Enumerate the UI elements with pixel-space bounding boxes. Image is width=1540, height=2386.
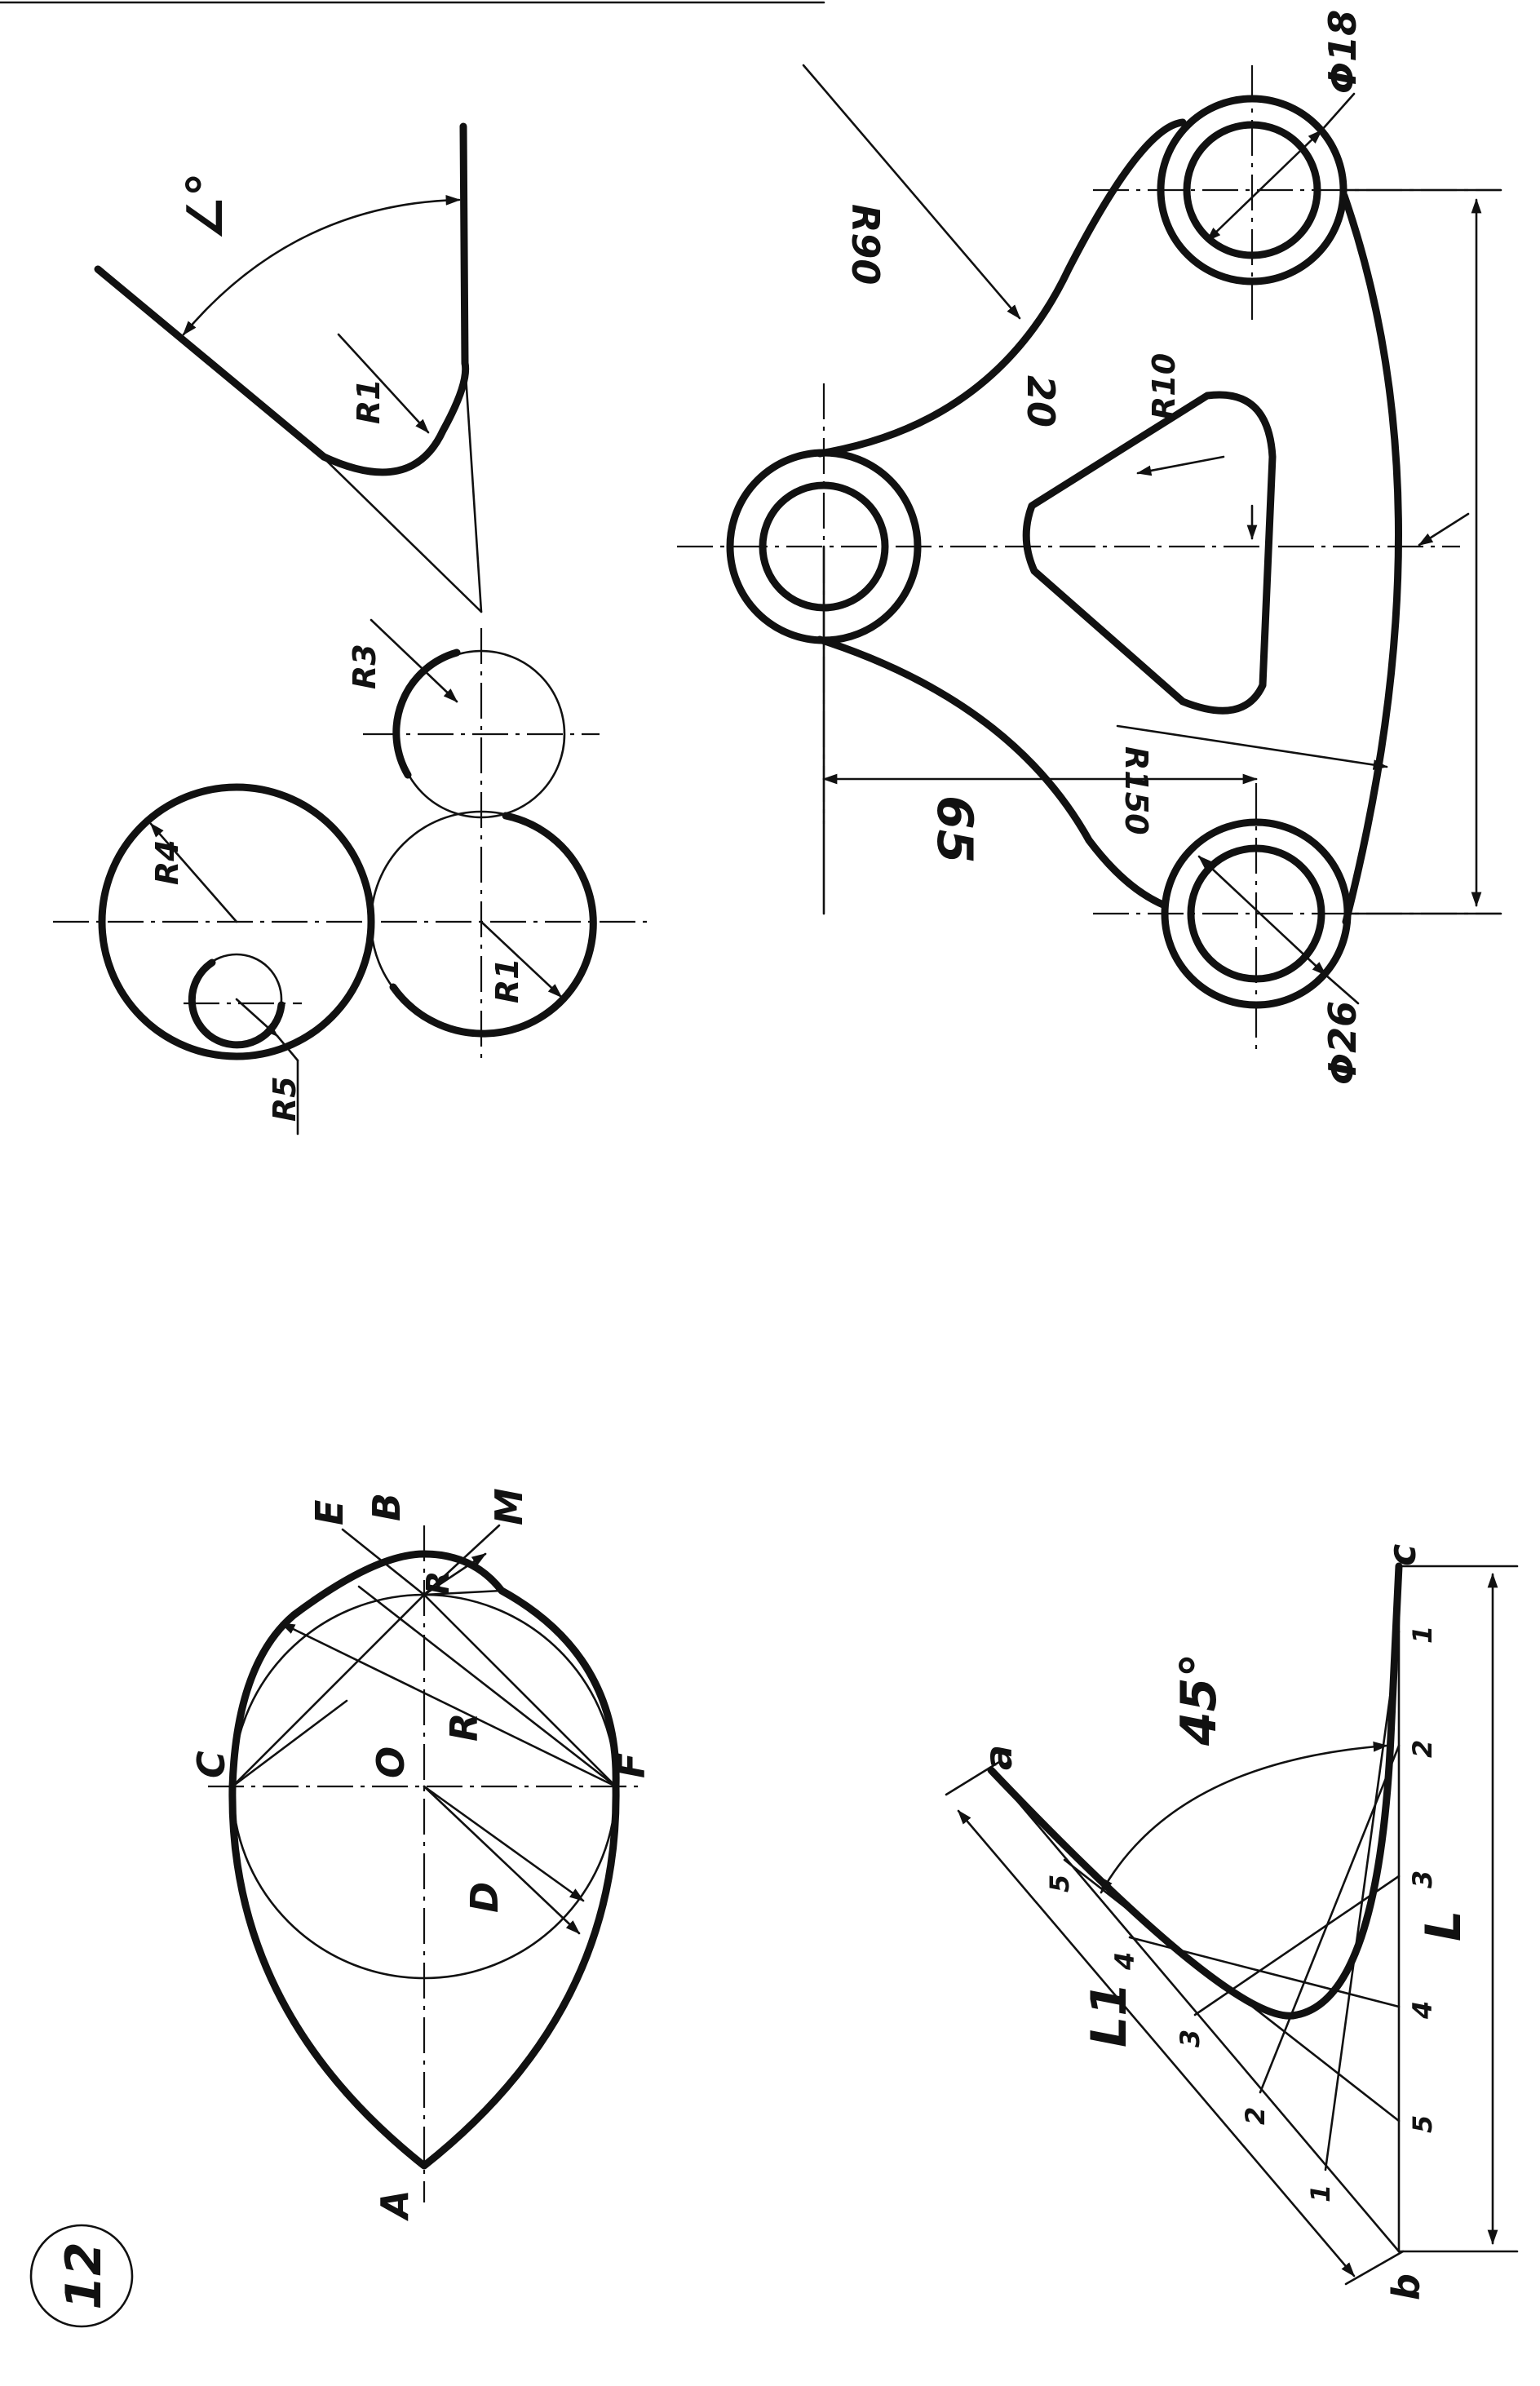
construction-line [231,1699,348,1788]
dim-leader-d18 [1206,129,1323,242]
circle-r3-visible-arc [392,649,461,779]
label-r1: R1 [489,958,525,1003]
tick-label-l: 3 [1407,1870,1438,1888]
construction-ray [1193,1875,1401,2016]
point-e: E [308,1500,352,1525]
diameter-leader [423,1785,581,1935]
label-65: 65 [926,795,983,864]
tangent-arc [320,359,470,476]
figure-plate: R90 20 R10 R150 65 Φ18 Φ26 [677,10,1502,1085]
construction-line [423,1589,503,1596]
label-l: L [1415,1910,1472,1941]
tick-label-l1: 1 [1305,2185,1336,2202]
dim-extension [1344,2250,1405,2286]
label-l1: L1 [1081,1982,1138,2047]
radius-leader [235,998,279,1038]
tick-label-l1: 5 [1044,1875,1075,1892]
triangle-window [1022,391,1277,715]
radius-leader [337,333,430,434]
angle-dimension-arc [182,195,461,336]
dim-leader-d26 [1197,855,1327,976]
label-r-large: R [442,1713,486,1742]
parabola-curve [987,1562,1403,2020]
dim-leader-20 [1418,512,1470,547]
sheet-number-badge: 12 [29,2224,134,2328]
point-b: B [365,1493,409,1521]
point-f: F [609,1753,653,1778]
dim-leader-d18 [1320,92,1356,132]
radius-label: R1 [351,378,387,424]
figure-circle-pairing: R4 R5 R3 R1 [53,618,653,1135]
construction-line [357,1585,617,1788]
construction-line [341,1528,426,1596]
dim-leader-d26 [1324,973,1360,1005]
radius-leader [370,618,458,703]
figure-oval: A B C E F M O R R D [189,1488,653,2221]
construction-line [423,1593,617,1788]
label-d26: Φ26 [1321,1001,1365,1085]
angle-arc-45 [1100,1741,1388,1894]
label-r10: R10 [1146,353,1182,420]
construction-line [308,443,483,613]
figure-tangent-arc: ∠° R1 [94,122,483,613]
tick-label-l: 4 [1407,2001,1438,2020]
label-r90: R90 [843,204,887,285]
label-d: D [462,1882,507,1913]
label-r4: R4 [149,839,185,885]
angle-side-line [94,265,328,461]
sheet-number-circle [29,2224,134,2328]
oval-outline-lower [228,1782,620,2170]
construction-ray [1259,1744,1401,2094]
construction-line [463,361,483,613]
tick-label-l1: 4 [1109,1952,1140,1971]
tick-label-l: 1 [1407,1626,1438,1644]
point-b: b [1384,2273,1428,2300]
label-angle-45: 45° [1170,1653,1228,1747]
radius-leader-r-small [423,1552,487,1596]
tick-label-l1: 2 [1240,2107,1271,2125]
diameter-leader [423,1785,585,1902]
circle-r1-visible-arc [389,812,597,1038]
plate-outline-r90 [816,118,1187,458]
label-20: 20 [1019,375,1063,427]
side-l1 [989,1768,1401,2253]
dim-leader-r10 [1136,455,1225,476]
angle-side-line [459,122,469,367]
tick-label-l: 5 [1407,2115,1438,2133]
point-o: O [369,1746,413,1778]
point-c: c [1380,1544,1424,1566]
point-a: a [976,1745,1020,1770]
angle-label: ∠° [177,172,234,241]
construction-line [231,1593,426,1788]
label-r3: R3 [347,644,383,689]
sheet-number: 12 [55,2242,113,2310]
figure-parabola: 45° a b c L1 L 1 2 3 4 5 5 4 3 2 1 [945,1544,1519,2300]
dim-line-l1 [957,1809,1356,2278]
point-a: A [373,2189,417,2221]
plate-outline-r150 [1340,192,1402,926]
radius-leader-r-large [280,1622,617,1788]
radius-leader [276,1034,299,1062]
dim-leader-r150 [1116,724,1388,770]
point-m: M [487,1488,531,1525]
tick-label-l: 2 [1407,1740,1438,1758]
label-d18: Φ18 [1321,10,1365,94]
label-r5: R5 [267,1076,303,1122]
dim-leader-r90 [802,64,1021,320]
tick-label-l1: 3 [1175,2030,1206,2047]
radius-leader [480,920,563,998]
plate-outline-concave [816,635,1169,910]
construction-line [423,1524,501,1596]
label-r-small: R [420,1571,456,1595]
radius-leader [149,822,238,923]
label-r150: R150 [1118,746,1154,835]
point-c: C [189,1751,233,1778]
